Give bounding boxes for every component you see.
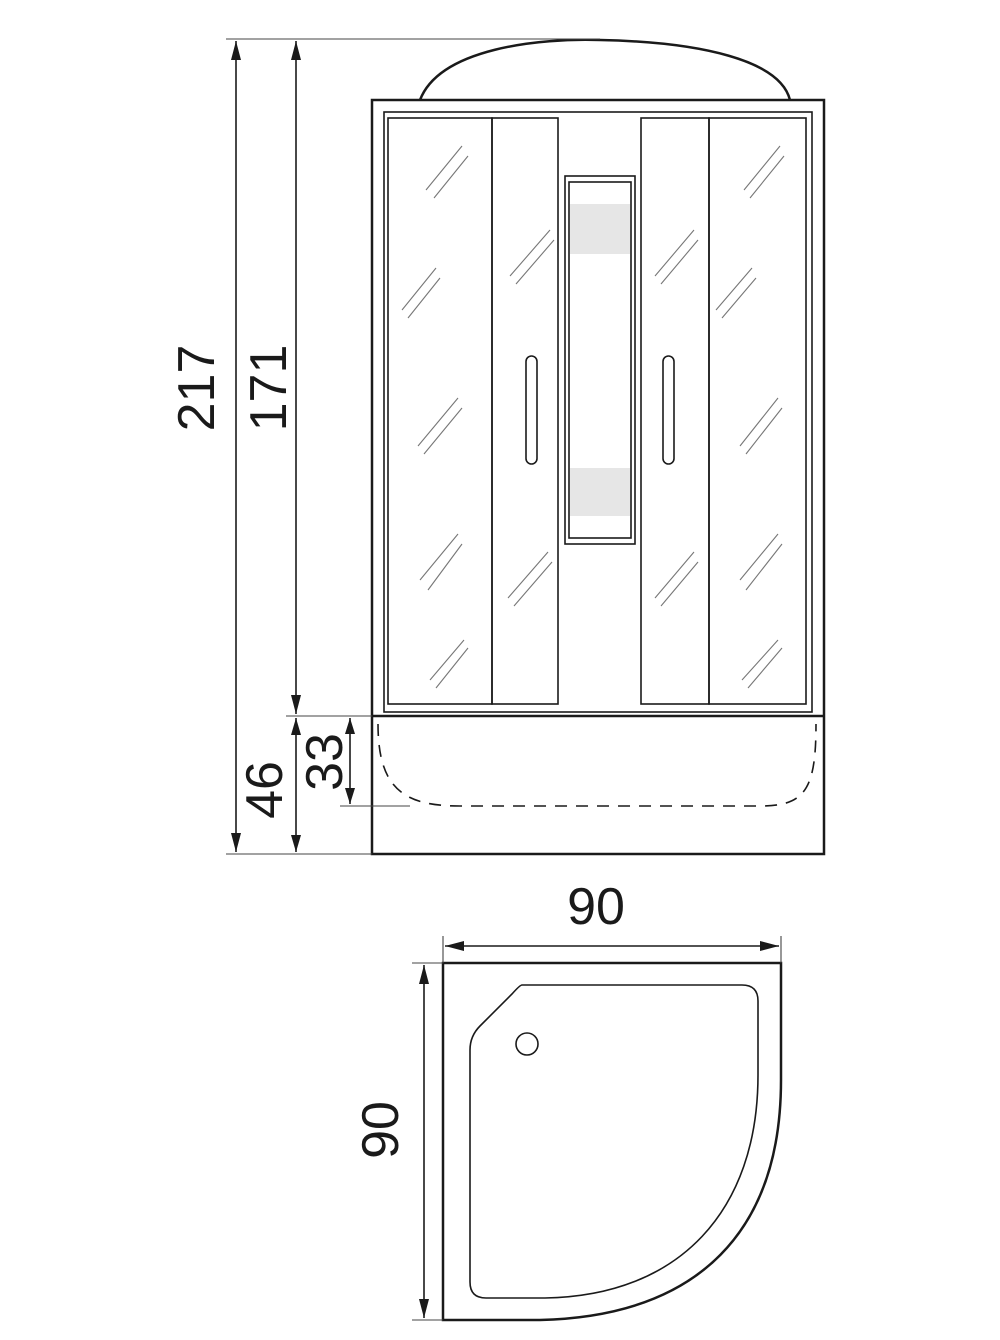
arrow-total-bottom (231, 833, 241, 852)
arrow-depth-plan-bottom (419, 1299, 429, 1318)
dim-total-height: 217 (168, 345, 226, 432)
dim-tray-depth: 33 (296, 733, 354, 791)
plan-view (441, 961, 783, 1322)
arrow-depth-top (345, 718, 355, 734)
dim-tray-height: 46 (236, 761, 294, 819)
arrow-total-top (231, 41, 241, 60)
tray-basin-plan (469, 984, 759, 1299)
arrow-tray-top (291, 718, 301, 735)
arrow-cabin-top (291, 41, 301, 60)
arrow-width-right (760, 941, 779, 951)
tray-basin-hidden-line (377, 723, 817, 807)
left-fixed-glass (387, 117, 493, 705)
plan-dimensions: 90 90 (352, 878, 782, 1321)
arrow-tray-bottom (291, 835, 301, 852)
arrow-depth-bottom (345, 788, 355, 804)
left-sliding-door (491, 117, 559, 705)
right-door-handle (662, 355, 675, 465)
right-fixed-glass (708, 117, 807, 705)
rear-panel (564, 175, 636, 545)
arrow-depth-plan-top (419, 965, 429, 984)
arrow-cabin-bottom (291, 695, 301, 714)
arrow-width-left (445, 941, 464, 951)
rear-panel-inner (568, 181, 632, 539)
front-view (370, 38, 826, 856)
front-dimensions: 217 171 46 33 (168, 38, 600, 855)
dim-width: 90 (567, 878, 625, 936)
dim-depth: 90 (352, 1101, 410, 1159)
right-sliding-door (640, 117, 710, 705)
cabin-inner-frame (383, 111, 813, 713)
roof-dome (418, 38, 792, 101)
cabin-frame (370, 98, 826, 856)
left-door-handle (525, 355, 538, 465)
dim-cabin-height: 171 (240, 345, 298, 432)
tray-outline-plan (441, 961, 783, 1322)
drain-icon (515, 1032, 539, 1056)
rear-panel-band-top (570, 204, 630, 254)
glass-reflections (401, 145, 785, 689)
rear-panel-band-bottom (570, 468, 630, 516)
